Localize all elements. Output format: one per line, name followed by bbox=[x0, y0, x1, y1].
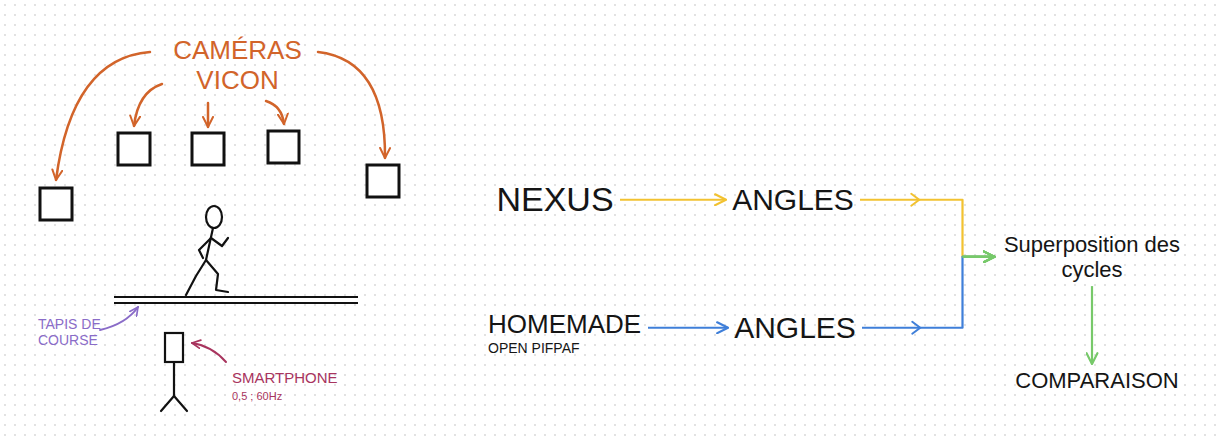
flow-node: ANGLES bbox=[728, 307, 862, 350]
leader-arrow bbox=[192, 343, 226, 362]
camera-symbol bbox=[268, 131, 299, 163]
person-leg bbox=[174, 396, 187, 411]
camera-symbol bbox=[40, 188, 72, 220]
treadmill-belt bbox=[114, 296, 358, 298]
flow-connector bbox=[620, 199, 726, 201]
annotation-label: 0,5 ; 60Hz bbox=[232, 390, 282, 403]
node-text: Superposition des cycles bbox=[1001, 232, 1184, 283]
runner-leg bbox=[186, 260, 206, 295]
flow-node: HOMEMADEOPEN PIFPAF bbox=[482, 306, 648, 360]
runner-head bbox=[206, 206, 222, 228]
person-body bbox=[173, 362, 175, 396]
flow-connector bbox=[648, 327, 728, 329]
flow-node: NEXUS bbox=[490, 176, 620, 223]
runner-arm bbox=[199, 238, 211, 258]
node-text: ANGLES bbox=[732, 183, 854, 218]
direction-chevron bbox=[911, 194, 919, 206]
node-text: NEXUS bbox=[496, 180, 614, 219]
node-text: OPEN PIFPAF bbox=[488, 340, 642, 356]
node-text: COMPARAISON bbox=[1015, 368, 1179, 393]
merge-segment bbox=[963, 256, 995, 258]
flow-node: COMPARAISON bbox=[1009, 364, 1185, 397]
camera-symbol bbox=[192, 133, 224, 165]
flow-connector bbox=[862, 257, 995, 328]
camera-arrow bbox=[134, 84, 162, 126]
flow-node: Superposition des cycles bbox=[995, 228, 1190, 287]
treadmill-belt bbox=[114, 302, 358, 304]
node-text: HOMEMADE bbox=[488, 310, 642, 340]
camera-arrow bbox=[266, 101, 284, 124]
flow-node: ANGLES bbox=[726, 179, 860, 222]
person-leg bbox=[161, 396, 174, 411]
direction-chevron bbox=[912, 322, 920, 334]
flow-connector bbox=[860, 200, 995, 257]
leader-arrow bbox=[100, 307, 138, 330]
annotation-label: SMARTPHONE bbox=[232, 369, 338, 386]
flow-connector bbox=[1091, 286, 1093, 364]
node-text: ANGLES bbox=[734, 311, 856, 346]
merge-segment bbox=[963, 256, 995, 258]
camera-symbol bbox=[118, 133, 150, 165]
runner-body bbox=[206, 228, 213, 260]
annotation-label: CAMÉRAS VICON bbox=[160, 36, 315, 96]
annotation-label: TAPIS DE COURSE bbox=[38, 316, 122, 348]
camera-symbol bbox=[367, 165, 399, 197]
camera-arrow bbox=[207, 103, 210, 127]
runner-leg bbox=[206, 260, 228, 292]
smartphone-symbol bbox=[165, 333, 183, 362]
camera-arrow bbox=[318, 52, 385, 158]
runner-arm bbox=[211, 238, 228, 246]
